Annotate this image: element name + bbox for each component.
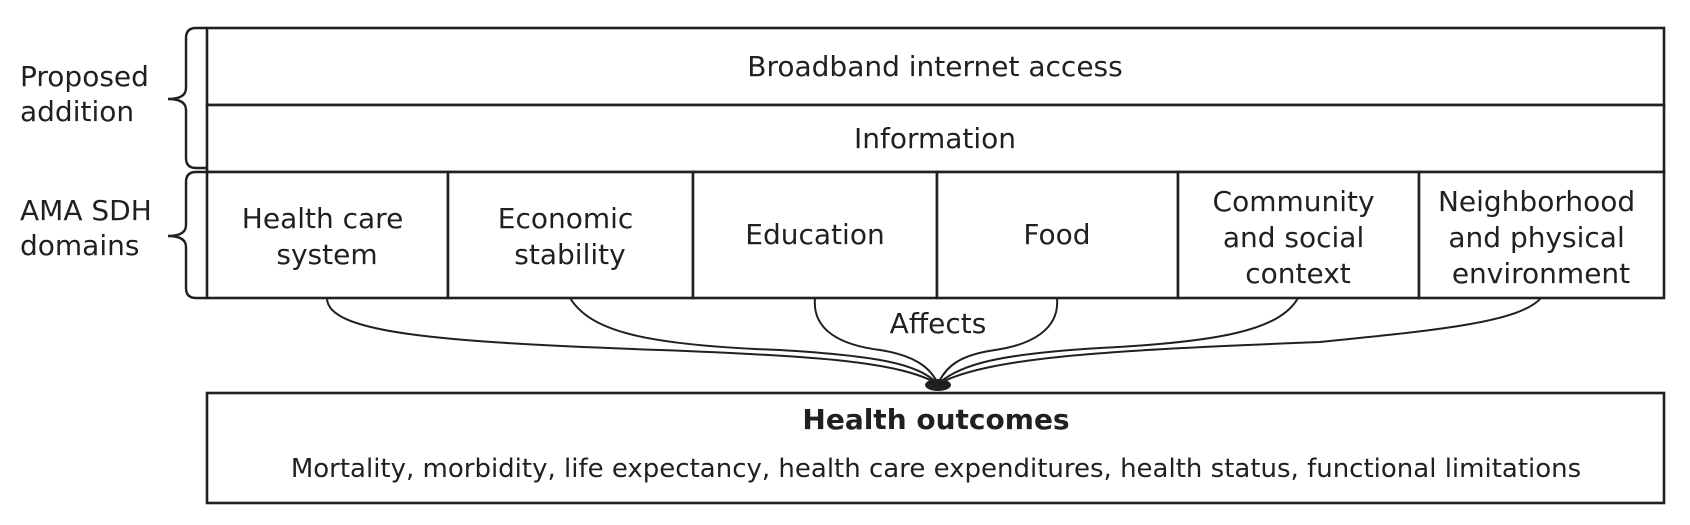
domain-box-education xyxy=(691,170,939,300)
health-outcomes-box xyxy=(205,391,1666,505)
information-box xyxy=(205,103,1666,174)
proposed-addition-brace xyxy=(167,26,207,170)
broadband-internet-access-text: Broadband internet access xyxy=(747,50,1122,83)
domain-box-economic-stability xyxy=(446,170,695,300)
domain-text-education: Education xyxy=(745,218,884,251)
convergence-dot xyxy=(925,379,951,391)
domain-text-neighborhood-physical-environment: Neighborhood and physical environment xyxy=(1438,185,1644,290)
connector-community-social-context xyxy=(937,297,1299,385)
domain-text-economic-stability: Economic stability xyxy=(498,202,642,271)
connector-food xyxy=(937,297,1059,385)
information-text: Information xyxy=(854,122,1016,155)
proposed-addition-label: Proposed addition xyxy=(20,60,158,128)
domains-row: Health care system Economic stability Ed… xyxy=(205,170,1666,300)
health-outcomes-details: Mortality, morbidity, life expectancy, h… xyxy=(291,454,1581,484)
domain-box-food xyxy=(935,170,1180,300)
connector-health-care-system xyxy=(326,297,939,385)
affects-connectors xyxy=(326,297,1542,385)
domain-text-food: Food xyxy=(1023,218,1090,251)
domain-box-community-social-context xyxy=(1176,170,1421,300)
affects-label: Affects xyxy=(890,307,987,340)
domain-text-health-care-system: Health care system xyxy=(242,202,412,271)
domain-box-neighborhood-physical-environment xyxy=(1417,170,1666,300)
broadband-internet-access-box xyxy=(205,26,1666,107)
domain-box-health-care-system xyxy=(205,170,450,300)
connector-education xyxy=(813,297,939,385)
connector-neighborhood-physical-environment xyxy=(937,297,1542,385)
ama-sdh-domains-brace xyxy=(167,170,207,300)
connector-economic-stability xyxy=(569,297,939,385)
ama-sdh-domains-label: AMA SDH domains xyxy=(20,194,161,262)
domain-text-community-social-context: Community and social context xyxy=(1213,185,1384,290)
health-outcomes-title: Health outcomes xyxy=(802,403,1069,436)
